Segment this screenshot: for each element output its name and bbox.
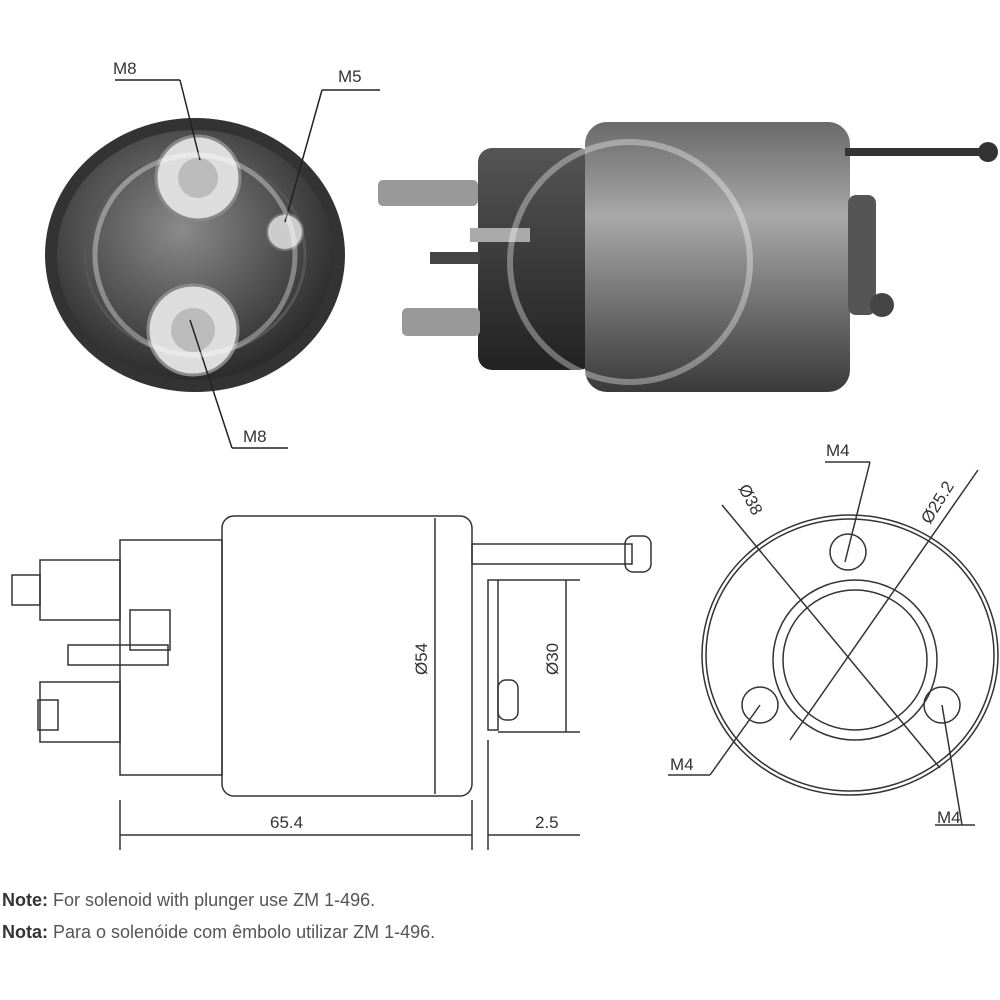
side-view-photo [378,122,998,392]
label-dia-25-2: Ø25.2 [917,478,958,527]
m8-stud-top [378,180,478,206]
note-prefix: Nota: [2,922,48,942]
label-m8-bottom: M8 [243,427,267,446]
m8-stud-bottom [402,308,480,336]
label-m4-left: M4 [670,755,694,774]
label-length-65-4: 65.4 [270,813,303,832]
end-view-drawing [668,461,999,826]
note-text: Para o solenóide com êmbolo utilizar ZM … [48,922,436,942]
label-dia-38: Ø38 [734,481,766,518]
side-view-drawing [11,515,652,850]
label-m5: M5 [338,67,362,86]
note-english: Note: For solenoid with plunger use ZM 1… [2,890,375,911]
m5-terminal [266,213,304,251]
note-portuguese: Nota: Para o solenóide com êmbolo utiliz… [2,922,435,943]
label-m4-top: M4 [826,441,850,460]
front-view-photo [45,79,380,449]
note-prefix: Note: [2,890,48,910]
note-text: For solenoid with plunger use ZM 1-496. [48,890,376,910]
label-dia-54: Ø54 [412,643,431,675]
zm-watermark [92,139,753,385]
label-m8-top: M8 [113,59,137,78]
label-gap-2-5: 2.5 [535,813,559,832]
label-m4-right: M4 [937,808,961,827]
label-dia-30: Ø30 [543,643,562,675]
